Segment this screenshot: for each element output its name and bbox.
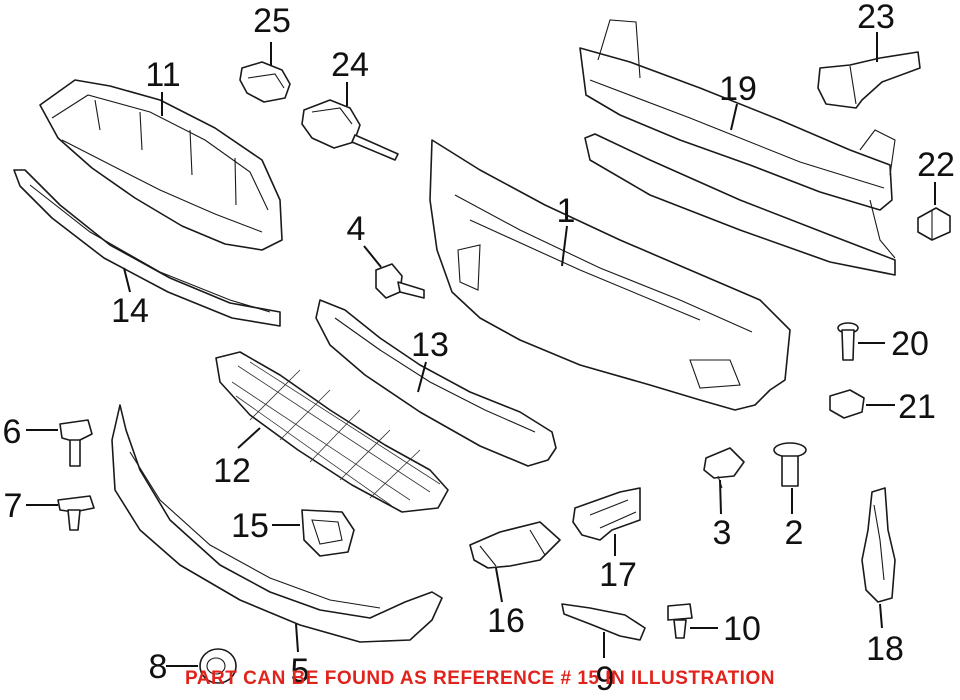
part-10-bolt: [667, 603, 693, 639]
leader-1: [561, 225, 568, 267]
part-4-cap: [375, 263, 425, 299]
part-22-bolt: [917, 207, 951, 241]
part-2-pin: [773, 442, 807, 487]
callout-19: 19: [719, 70, 757, 108]
part-23-bracket: [817, 51, 921, 109]
callout-2: 2: [785, 514, 804, 552]
part-21-nut: [829, 389, 865, 419]
part-18-side-bracket: [861, 487, 896, 603]
callout-15: 15: [231, 507, 269, 545]
callout-7: 7: [4, 487, 23, 525]
callout-6: 6: [3, 413, 22, 451]
leader-18: [879, 603, 883, 629]
reference-note: PART CAN BE FOUND AS REFERENCE # 15 IN I…: [185, 668, 775, 689]
callout-5: 5: [291, 652, 310, 690]
callout-8: 8: [149, 648, 168, 686]
part-24-sensor: [301, 99, 399, 161]
part-3-clip: [703, 447, 745, 489]
part-20-bolt: [837, 322, 859, 361]
leader-13: [417, 361, 427, 393]
callout-3: 3: [713, 514, 732, 552]
callout-14: 14: [111, 292, 149, 330]
leader-5: [295, 623, 299, 653]
leader-14: [123, 267, 131, 293]
part-11-upper-panel: [39, 79, 283, 251]
part-17-bracket: [572, 487, 641, 541]
callout-23: 23: [857, 0, 895, 36]
part-14-strip: [13, 169, 281, 327]
callout-24: 24: [331, 46, 369, 84]
callout-16: 16: [487, 602, 525, 640]
callout-12: 12: [213, 452, 251, 490]
part-12-mesh-grille: [215, 351, 449, 513]
part-15-insert: [301, 509, 355, 557]
callout-18: 18: [866, 630, 904, 668]
part-16-bracket: [469, 521, 561, 569]
callout-20: 20: [891, 325, 929, 363]
leader-4: [363, 245, 382, 268]
callout-21: 21: [898, 388, 936, 426]
leader-19: [730, 103, 738, 131]
callout-13: 13: [411, 326, 449, 364]
part-8-grommet: [199, 648, 237, 684]
part-5-lower-valance: [111, 404, 443, 643]
leader-16: [495, 567, 503, 603]
part-6-screw: [59, 419, 93, 467]
callout-11: 11: [145, 56, 180, 94]
callout-22: 22: [917, 146, 955, 184]
leader-12: [237, 427, 261, 449]
part-1-bumper-cover: [429, 139, 791, 411]
callout-9: 9: [596, 660, 615, 698]
part-19-reinforcement: [579, 19, 896, 276]
callout-1: 1: [557, 192, 576, 230]
callout-labels: 25 24 11 23 19 22 1 4 14 13 20 21 6 12 2…: [3, 0, 955, 698]
part-7-clip: [57, 495, 95, 531]
part-9-deflector: [561, 603, 646, 641]
part-25-sensor: [239, 61, 291, 103]
leader-lines: [26, 32, 936, 667]
callout-25: 25: [253, 2, 291, 40]
leader-3: [719, 479, 722, 515]
callout-4: 4: [347, 210, 366, 248]
callout-17: 17: [599, 556, 637, 594]
part-13-grille-frame: [315, 299, 557, 467]
callout-10: 10: [723, 610, 761, 648]
